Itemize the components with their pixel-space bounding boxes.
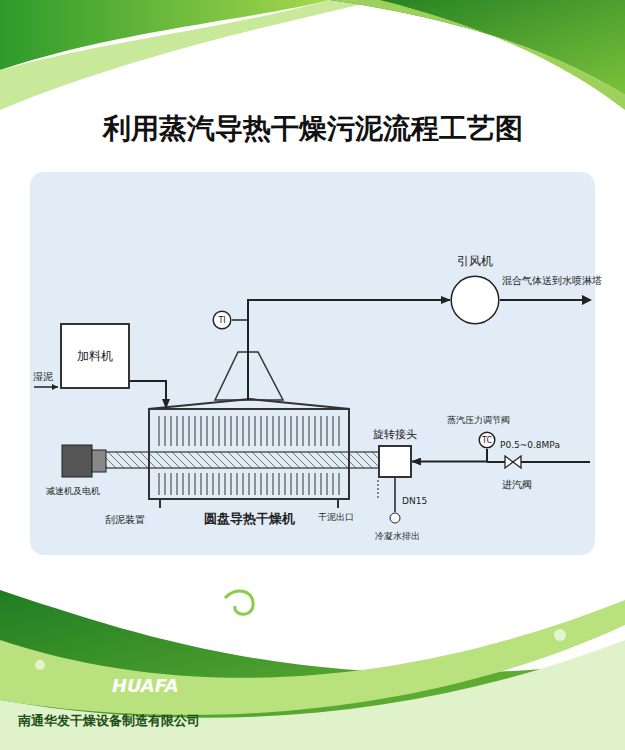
motor [62, 445, 92, 477]
part-label: DN15 [402, 496, 427, 506]
valve [505, 456, 521, 468]
swoosh [330, 0, 625, 110]
discs [156, 473, 342, 495]
swoosh [330, 0, 625, 95]
tap-line [232, 319, 248, 321]
drain-line [394, 478, 396, 512]
pipe-connector [412, 449, 487, 462]
pipe-connector [248, 300, 450, 400]
node-heading: 圆盘导热干燥机 [204, 510, 295, 528]
part-label: 湿泥 [33, 370, 53, 384]
drain-valve [390, 513, 400, 523]
sensor-circle: TI [212, 310, 232, 330]
title: 利用蒸汽导热干燥污泥流程工艺图 [0, 110, 625, 148]
part-label: 减速机及电机 [46, 485, 100, 498]
outlet-line [500, 299, 585, 301]
arrowhead [582, 295, 592, 305]
process-box: 加料机 [60, 323, 130, 389]
arrowhead [52, 384, 58, 390]
spiral [225, 591, 253, 614]
process-box: 旋转接头 [378, 445, 412, 478]
part-label: 冷凝水排出 [375, 530, 420, 543]
part-label: 蒸汽压力调节阀 [447, 414, 510, 427]
drop [35, 660, 45, 670]
part-label: P0.5~0.8MPa [500, 440, 560, 450]
wave [0, 640, 625, 750]
circle-outline [450, 275, 500, 325]
discs [156, 416, 342, 446]
node-label: TI [218, 316, 225, 325]
swoosh [0, 0, 380, 110]
pipe-connector [130, 381, 166, 408]
part-label: 干泥出口 [318, 511, 354, 524]
node-label: 加料机 [77, 348, 113, 365]
sensor-circle: 引风机 [450, 275, 500, 325]
node-heading: 旋转接头 [373, 427, 417, 442]
logo-text: HUAFA [112, 675, 179, 696]
leg [159, 500, 161, 508]
hose [378, 480, 379, 500]
part-label: 进汽阀 [502, 478, 532, 492]
wave [0, 590, 625, 750]
node-label: TC [482, 436, 492, 445]
reducer [92, 450, 106, 472]
part-label: 混合气体送到水喷淋塔 [502, 274, 602, 288]
panel [30, 172, 595, 555]
shaft [92, 452, 380, 468]
company-name: 南通华发干燥设备制造有限公司 [18, 712, 200, 730]
leg [337, 500, 339, 508]
sensor-circle: TC [478, 431, 496, 449]
node-heading: 引风机 [457, 253, 493, 270]
part-label: 刮泥装置 [105, 513, 145, 527]
process-box: 圆盘导热干燥机 [148, 408, 350, 500]
steam-line [487, 461, 590, 463]
drop [554, 629, 566, 641]
